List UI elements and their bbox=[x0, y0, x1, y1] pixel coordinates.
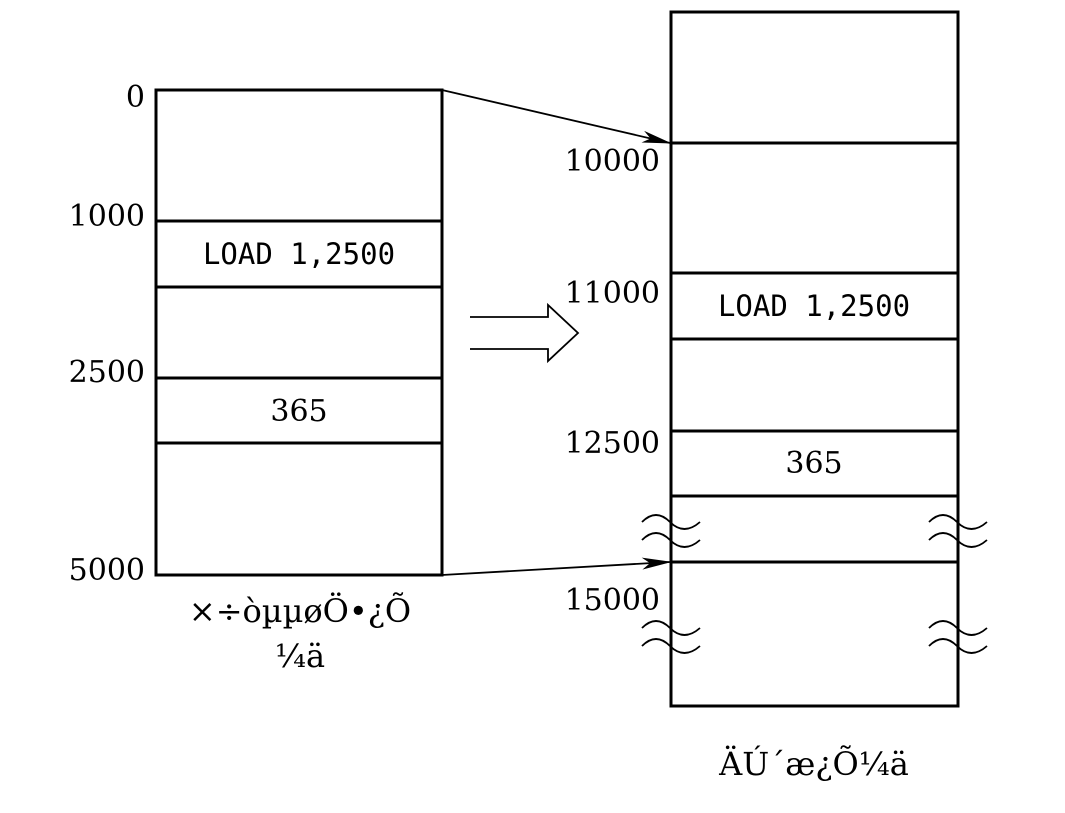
physical-space-caption: ÄÚ´æ¿Õ¼ä bbox=[718, 745, 909, 783]
logical-address-0: 0 bbox=[126, 80, 145, 115]
break-mark-left-upper bbox=[641, 514, 701, 548]
logical-address-5000: 5000 bbox=[69, 553, 145, 588]
break-mark-right-upper bbox=[928, 514, 988, 548]
logical-space-caption-line1: ×÷òµµøÖ•¿Õ bbox=[189, 592, 411, 630]
physical-instruction-cell: LOAD 1,2500 bbox=[718, 289, 910, 323]
physical-memory-space: 10000 11000 12500 15000 LOAD 1,2500 365 … bbox=[565, 10, 988, 783]
logical-address-2500: 2500 bbox=[69, 355, 145, 390]
physical-address-10000: 10000 bbox=[565, 144, 660, 179]
logical-address-space: 0 1000 2500 5000 LOAD 1,2500 365 ×÷òµµøÖ… bbox=[69, 80, 444, 675]
logical-space-box bbox=[154, 88, 444, 577]
logical-instruction-cell: LOAD 1,2500 bbox=[203, 237, 395, 271]
physical-address-15000: 15000 bbox=[565, 583, 660, 618]
break-mark-left-lower bbox=[641, 620, 701, 654]
physical-address-11000: 11000 bbox=[565, 276, 660, 311]
physical-data-cell: 365 bbox=[785, 446, 842, 481]
relocation-arrow-icon bbox=[470, 302, 580, 364]
mapping-arrow-start bbox=[441, 89, 672, 144]
physical-space-box bbox=[669, 10, 960, 708]
logical-space-caption-line2: ¼ä bbox=[275, 637, 325, 675]
mapping-arrow-end bbox=[441, 557, 672, 576]
physical-address-12500: 12500 bbox=[565, 426, 660, 461]
logical-address-1000: 1000 bbox=[69, 199, 145, 234]
logical-data-cell: 365 bbox=[270, 394, 327, 429]
break-mark-right-lower bbox=[928, 620, 988, 654]
